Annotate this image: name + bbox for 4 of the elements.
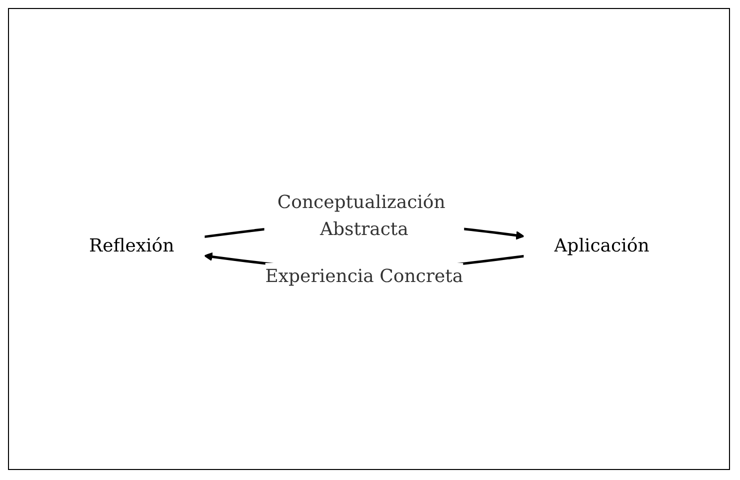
edge-label: Conceptualización Abstracta xyxy=(277,192,446,240)
node-text: Aplicación xyxy=(554,235,650,256)
edge-label: Experiencia Concreta xyxy=(265,265,463,286)
node-text: Reflexión xyxy=(88,235,174,256)
